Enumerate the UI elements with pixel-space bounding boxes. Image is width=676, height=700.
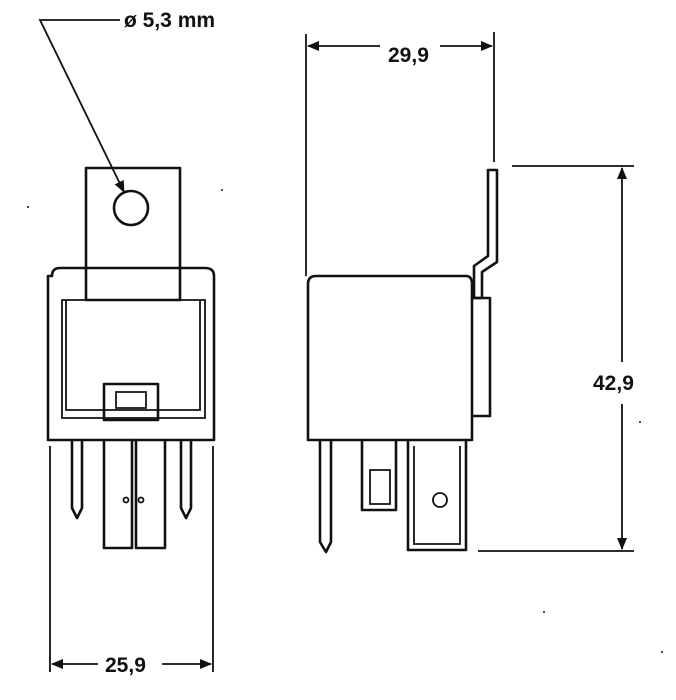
scan-specks: [27, 189, 663, 653]
side-pin-wide: [406, 438, 468, 552]
side-housing: [306, 274, 474, 442]
housing-outer: [46, 266, 216, 442]
side-pin-short: [360, 438, 398, 512]
relay-side-view: [306, 168, 499, 554]
pin-right: [179, 438, 193, 520]
hole-diameter-label: ø 5,3 mm: [124, 9, 216, 33]
relay-front-view: [46, 166, 216, 550]
pin-left: [70, 438, 84, 520]
side-width-dimension: [305, 32, 495, 276]
side-pin-thin: [318, 438, 333, 554]
front-width-dimension: [49, 446, 214, 672]
side-bracket-plate: [470, 296, 492, 418]
mounting-tab: [84, 166, 182, 302]
mounting-hole: [112, 189, 150, 227]
side-bracket: [472, 168, 499, 300]
locking-clip: [102, 382, 160, 422]
height-dimension: [478, 165, 634, 552]
height-label: 42,9: [593, 370, 634, 398]
front-width-label: 25,9: [102, 654, 149, 678]
pin-center-left: [102, 438, 134, 550]
side-width-label: 29,9: [385, 44, 432, 68]
hole-diameter-dimension: [38, 19, 125, 193]
housing-inner-frame: [61, 299, 206, 419]
pin-center-right: [134, 438, 167, 550]
